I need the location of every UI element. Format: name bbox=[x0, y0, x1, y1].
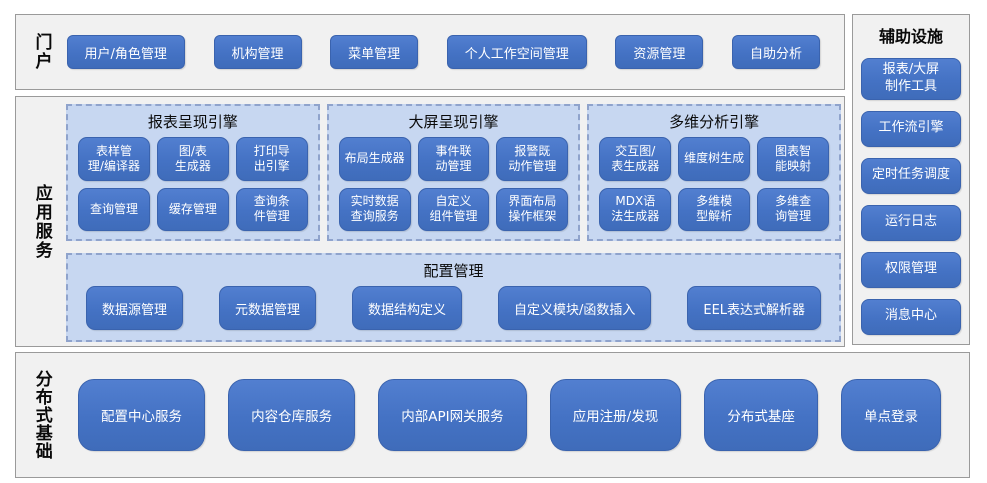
portal-node: 菜单管理 bbox=[330, 35, 419, 69]
engine-node: 维度树生成 bbox=[678, 137, 751, 181]
engine-node: 打印导出引擎 bbox=[235, 137, 308, 181]
panel-grid: 交互图/表生成器 维度树生成 图表智能映射 MDX语法生成器 多维模型解析 多维… bbox=[599, 137, 830, 231]
config-node: EEL表达式解析器 bbox=[687, 286, 822, 330]
engine-node: 图表智能映射 bbox=[757, 137, 830, 181]
dist-node: 单点登录 bbox=[840, 379, 941, 451]
engine-node: 交互图/表生成器 bbox=[599, 137, 672, 181]
aux-node: 报表/大屏制作工具 bbox=[861, 58, 961, 100]
panel-title: 大屏呈现引擎 bbox=[408, 113, 499, 131]
panel-config-management: 配置管理 数据源管理 元数据管理 数据结构定义 自定义模块/函数插入 EEL表达… bbox=[66, 253, 841, 342]
app-services-content: 报表呈现引擎 表样管理/编译器 图/表生成器 打印导出引擎 查询管理 缓存管理 … bbox=[66, 97, 844, 346]
panel-olap-engine: 多维分析引擎 交互图/表生成器 维度树生成 图表智能映射 MDX语法生成器 多维… bbox=[587, 104, 842, 241]
aux-node: 工作流引擎 bbox=[861, 110, 961, 147]
distributed-base-section: 分布式基础 配置中心服务 内容仓库服务 内部API网关服务 应用注册/发现 分布… bbox=[15, 352, 970, 478]
engine-node: 表样管理/编译器 bbox=[78, 137, 150, 181]
engine-node: 多维查询管理 bbox=[757, 187, 830, 231]
portal-node: 个人工作空间管理 bbox=[446, 35, 587, 69]
engine-node: 界面布局操作框架 bbox=[496, 187, 569, 231]
config-node: 数据结构定义 bbox=[351, 286, 462, 330]
aux-node: 权限管理 bbox=[861, 251, 961, 288]
dist-node: 应用注册/发现 bbox=[549, 379, 682, 451]
portal-node: 自助分析 bbox=[731, 35, 820, 69]
distributed-base-row: 配置中心服务 内容仓库服务 内部API网关服务 应用注册/发现 分布式基座 单点… bbox=[66, 379, 969, 451]
distributed-base-label: 分布式基础 bbox=[31, 370, 52, 460]
config-node: 数据源管理 bbox=[85, 286, 183, 330]
app-services-label-column: 应用服务 bbox=[16, 97, 66, 346]
panel-bigscreen-engine: 大屏呈现引擎 布局生成器 事件联动管理 报警既动作管理 实时数据查询服务 自定义… bbox=[326, 104, 581, 241]
engine-node: 查询条件管理 bbox=[235, 187, 308, 231]
portal-node: 机构管理 bbox=[213, 35, 302, 69]
portal-node: 资源管理 bbox=[615, 35, 704, 69]
auxiliary-label: 辅助设施 bbox=[878, 27, 943, 46]
engine-node: 事件联动管理 bbox=[417, 137, 490, 181]
dist-node: 内部API网关服务 bbox=[378, 379, 527, 451]
aux-node: 消息中心 bbox=[861, 298, 961, 335]
engine-node: 缓存管理 bbox=[156, 187, 229, 231]
engine-node: 报警既动作管理 bbox=[496, 137, 569, 181]
panel-report-engine: 报表呈现引擎 表样管理/编译器 图/表生成器 打印导出引擎 查询管理 缓存管理 … bbox=[66, 104, 320, 241]
config-row: 数据源管理 元数据管理 数据结构定义 自定义模块/函数插入 EEL表达式解析器 bbox=[78, 286, 829, 330]
config-node: 元数据管理 bbox=[218, 286, 316, 330]
distributed-base-label-column: 分布式基础 bbox=[16, 370, 66, 460]
engine-node: 布局生成器 bbox=[338, 137, 411, 181]
portal-section: 门户 用户/角色管理 机构管理 菜单管理 个人工作空间管理 资源管理 自助分析 bbox=[15, 14, 845, 90]
config-node: 自定义模块/函数插入 bbox=[497, 286, 652, 330]
dist-node: 配置中心服务 bbox=[78, 379, 205, 451]
dist-node: 内容仓库服务 bbox=[228, 379, 356, 451]
engine-node: 多维模型解析 bbox=[678, 187, 751, 231]
portal-node: 用户/角色管理 bbox=[66, 35, 185, 69]
portal-row: 用户/角色管理 机构管理 菜单管理 个人工作空间管理 资源管理 自助分析 bbox=[51, 35, 844, 69]
engine-node: 自定义组件管理 bbox=[417, 187, 490, 231]
engine-node: 查询管理 bbox=[78, 187, 150, 231]
app-services-section: 应用服务 报表呈现引擎 表样管理/编译器 图/表生成器 打印导出引擎 查询管理 … bbox=[15, 96, 845, 347]
aux-node: 运行日志 bbox=[861, 204, 961, 241]
app-services-label: 应用服务 bbox=[31, 183, 52, 260]
panel-title: 多维分析引擎 bbox=[669, 113, 760, 131]
engine-node: 图/表生成器 bbox=[156, 137, 229, 181]
engine-node: MDX语法生成器 bbox=[599, 187, 672, 231]
engine-panels-row: 报表呈现引擎 表样管理/编译器 图/表生成器 打印导出引擎 查询管理 缓存管理 … bbox=[66, 104, 842, 241]
portal-label: 门户 bbox=[31, 33, 52, 71]
panel-grid: 表样管理/编译器 图/表生成器 打印导出引擎 查询管理 缓存管理 查询条件管理 bbox=[78, 137, 308, 231]
auxiliary-section: 辅助设施 报表/大屏制作工具 工作流引擎 定时任务调度 运行日志 权限管理 消息… bbox=[852, 14, 970, 345]
panel-title: 报表呈现引擎 bbox=[147, 113, 238, 131]
dist-node: 分布式基座 bbox=[704, 379, 818, 451]
aux-node: 定时任务调度 bbox=[861, 157, 961, 194]
panel-grid: 布局生成器 事件联动管理 报警既动作管理 实时数据查询服务 自定义组件管理 界面… bbox=[338, 137, 569, 231]
panel-title: 配置管理 bbox=[423, 262, 484, 280]
engine-node: 实时数据查询服务 bbox=[338, 187, 411, 231]
